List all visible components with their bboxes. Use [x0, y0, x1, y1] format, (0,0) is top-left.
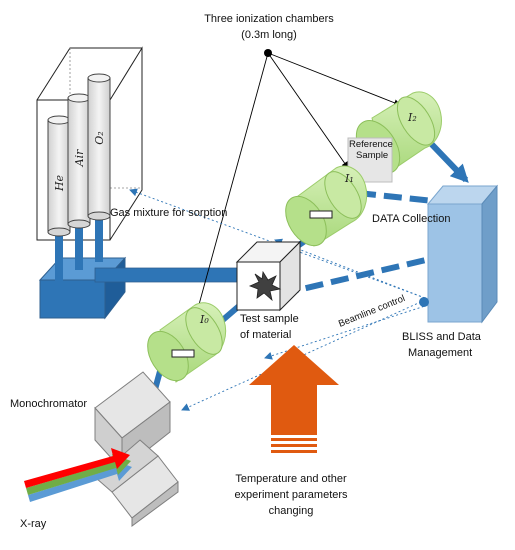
monochromator: [94, 371, 179, 527]
gas-label-air: Air: [73, 149, 86, 167]
temperature-arrow: [249, 345, 339, 453]
chambers-title-line1: Three ionization chambers: [204, 13, 334, 25]
test-sample-label-2: of material: [240, 329, 291, 341]
chamber-pointer-dot: [264, 49, 272, 57]
xray-label: X-ray: [20, 518, 47, 530]
data-collection-label: DATA Collection: [372, 213, 450, 225]
temperature-label-3: changing: [269, 505, 314, 517]
xray-input-arrows: [24, 448, 132, 502]
monochromator-label: Monochromator: [10, 398, 87, 410]
reference-sample-label-1: Reference: [349, 139, 393, 150]
chamber-label-i0: I₀: [199, 313, 209, 326]
ionization-chamber-i0: [147, 302, 227, 383]
temperature-label-2: experiment parameters: [234, 489, 348, 501]
chamber-pointer-lines: [190, 52, 401, 331]
gas-label-o2: O₂: [93, 131, 106, 144]
temperature-label-1: Temperature and other: [235, 473, 347, 485]
chamber-label-i2: I₂: [407, 111, 417, 124]
bliss-data-box: [419, 184, 499, 324]
bliss-label-1: BLISS and Data: [402, 331, 482, 343]
gas-cylinder-o2: [87, 73, 111, 221]
reference-sample-label-2: Sample: [356, 150, 388, 161]
gas-label-he: He: [53, 174, 66, 192]
beamline-control-label: Beamline control: [337, 293, 407, 330]
beamline-control-node: [419, 297, 429, 307]
test-sample-label-1: Test sample: [240, 313, 299, 325]
chamber-label-i1: I₁: [344, 172, 354, 185]
control-lines: [129, 188, 429, 411]
test-sample-cube: [235, 240, 302, 312]
chambers-title-line2: (0.3m long): [241, 29, 297, 41]
gas-manifold: [38, 212, 249, 320]
bliss-label-2: Management: [408, 347, 472, 359]
ionization-chamber-i1: [285, 165, 368, 247]
gas-mixture-label: Gas mixture for sorption: [110, 207, 227, 219]
sample-burst-icon: [248, 270, 282, 302]
